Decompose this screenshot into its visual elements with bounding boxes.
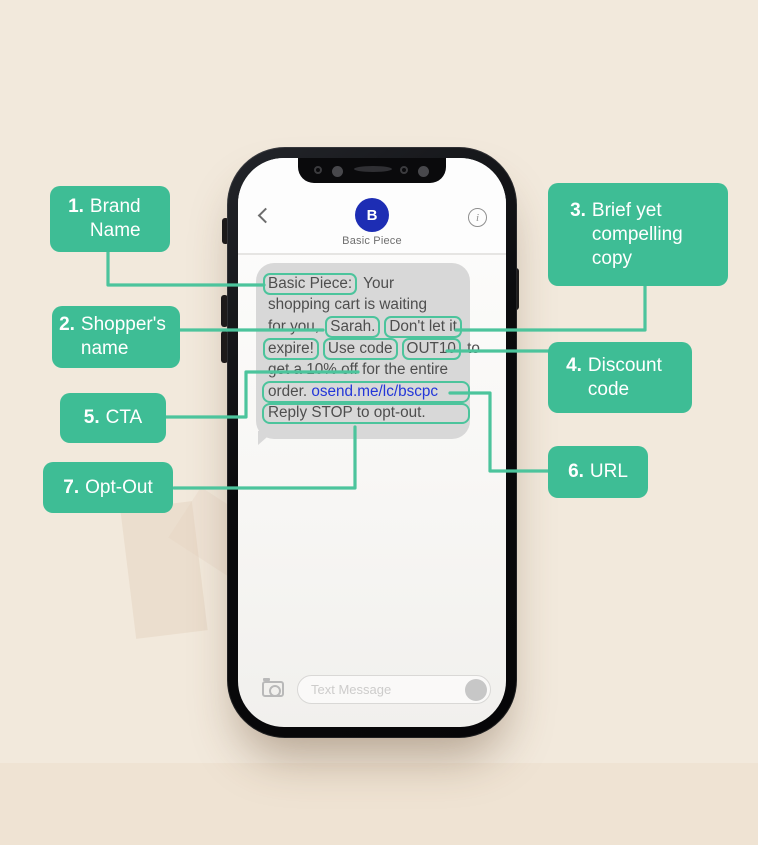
header-divider (238, 253, 506, 255)
message-text: shopping cart is waiting (268, 296, 428, 314)
callout-text: Brief yet compelling copy (591, 199, 683, 269)
bubble-tail (258, 431, 274, 445)
callout-text: Brand Name (89, 196, 141, 241)
message-line: Reply STOP to opt-out. (262, 402, 470, 425)
highlighted-text: OUT10 (401, 337, 461, 360)
contact-name: Basic Piece (342, 235, 402, 247)
message-text: order. (268, 382, 312, 400)
send-button[interactable] (465, 678, 487, 701)
highlighted-text: Don't let it (384, 315, 462, 338)
message-text: to (462, 339, 480, 357)
callout-text: URL (589, 461, 628, 482)
callout-brand-name: 1.Brand Name (50, 186, 170, 252)
callout-text: Discount code (587, 354, 662, 400)
camera-icon[interactable] (262, 678, 284, 697)
message-text: get a 10% off for the entire (268, 361, 448, 379)
background-band (0, 763, 758, 845)
callout-number: 6. (568, 461, 584, 482)
message-text: Reply STOP to opt-out. (268, 404, 426, 422)
callout-text: Shopper's name (80, 314, 166, 359)
callout-url: 6.URL (548, 446, 648, 498)
callout-opt-out: 7.Opt-Out (43, 462, 173, 513)
callout-text: Opt-Out (85, 476, 153, 498)
highlighted-text: Sarah. (325, 315, 381, 338)
highlighted-text: Use code (322, 337, 398, 360)
volume-down-button (221, 331, 228, 363)
callout-text: CTA (105, 407, 143, 428)
callout-number: 4. (566, 354, 582, 376)
message-link[interactable]: osend.me/lc/bscpc (311, 382, 439, 400)
callout-number: 5. (83, 407, 100, 428)
mute-switch (222, 218, 229, 244)
highlighted-text: expire! (263, 337, 319, 360)
message-line: order. osend.me/lc/bscpc (262, 380, 470, 403)
callout-cta: 5.CTA (60, 393, 166, 443)
message-input[interactable] (311, 676, 456, 703)
info-icon[interactable]: i (468, 208, 487, 227)
callout-shopper-name: 2.Shopper's name (52, 306, 180, 368)
message-line: get a 10% off for the entire (268, 359, 470, 381)
callout-discount-code: 4.Discount code (548, 342, 692, 413)
callout-number: 2. (59, 314, 75, 335)
message-line: Basic Piece: Your (263, 272, 470, 295)
message-text: Your (359, 274, 395, 292)
message-line: shopping cart is waiting (268, 295, 470, 317)
message-text: for you, (268, 317, 324, 335)
avatar: B (355, 198, 389, 232)
highlighted-text: Basic Piece: (263, 272, 358, 295)
volume-up-button (221, 295, 228, 327)
callout-compelling-copy: 3.Brief yet compelling copy (548, 183, 728, 286)
message-input-pill (297, 675, 491, 704)
callout-number: 1. (68, 196, 84, 217)
callout-number: 7. (63, 476, 80, 498)
message-line: for you, Sarah.Don't let it (268, 315, 470, 338)
callout-number: 3. (570, 199, 586, 221)
